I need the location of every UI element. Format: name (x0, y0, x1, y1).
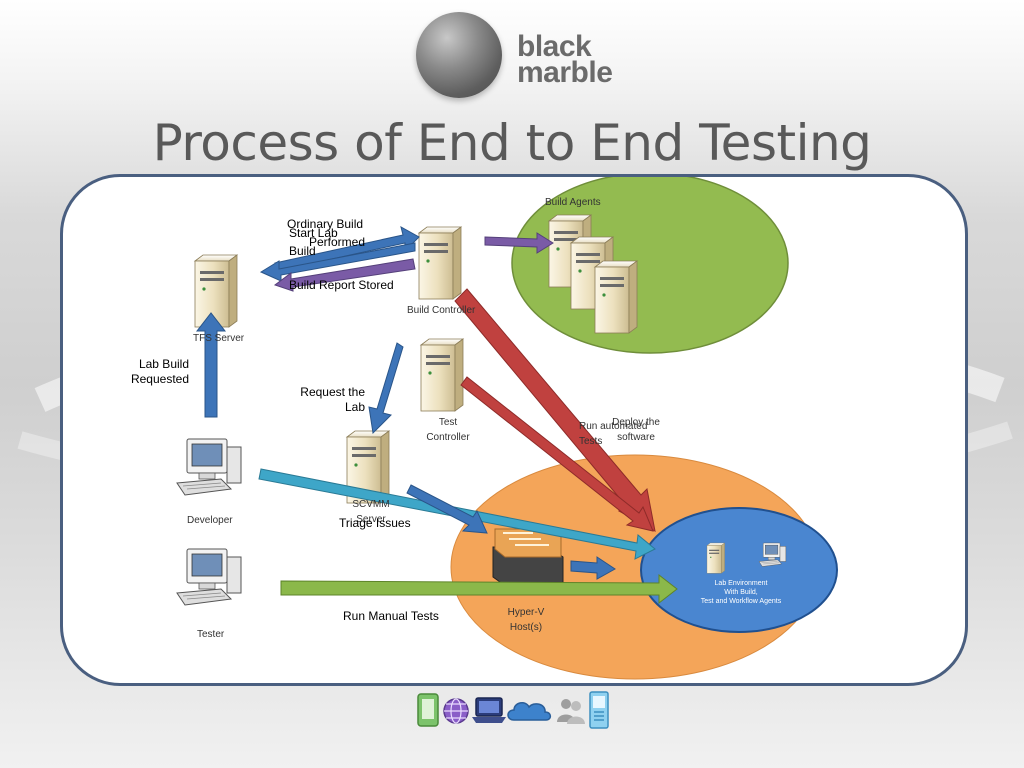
arrow-request-the-lab (368, 342, 404, 435)
footer-icon-strip (417, 691, 609, 729)
cloud-icon (507, 702, 552, 721)
lab-environment-ellipse (640, 507, 838, 633)
arrow-run-automated-tests (460, 376, 654, 532)
label-tester: Tester (197, 629, 225, 640)
test-controller-server (420, 338, 464, 412)
build-agent-server-3 (594, 260, 638, 334)
build-controller-server (418, 226, 462, 300)
page-title: Process of End to End Testing (152, 114, 872, 172)
label-lab-environment: Lab Environment With Build, Test and Wor… (700, 580, 782, 605)
arrow-lab-build-requested (195, 312, 227, 418)
label-developer: Developer (187, 515, 233, 526)
lab-env-server (706, 542, 725, 574)
developer-computer (176, 438, 242, 496)
label-ordinary-build: Ordinary Build (287, 217, 364, 231)
laptop-icon (472, 697, 506, 723)
label-tfs-server: TFS Server (193, 333, 245, 344)
label-request-the-lab: Request the Lab (300, 385, 365, 414)
label-build-agents: Build Agents (545, 197, 601, 208)
people-icon (557, 699, 585, 724)
label-start-lab: Start Lab (289, 226, 338, 240)
logo-text-line1: black (517, 30, 592, 63)
arrow-run-manual-tests (280, 573, 678, 605)
label-triage-issues: Triage Issues (339, 516, 411, 530)
marble-ball-icon (416, 12, 502, 98)
label-deploy-the-software: Deploy the software (612, 417, 660, 443)
diagram-panel: Build Agents Ordinary Build Start Lab Pe… (60, 174, 968, 686)
label-test-controller: Test Controller (426, 417, 470, 443)
arrow-ordinary-build-performed (259, 242, 416, 282)
label-scvmm-server: SCVMM Server (352, 499, 390, 525)
arrow-hyperv-to-lab (570, 556, 616, 580)
label-hyperv-hosts: Hyper-V Host(s) (507, 607, 545, 633)
arrow-build-report-stored (273, 258, 416, 292)
label-run-automated-tests: Run automated Tests (579, 421, 648, 447)
phone-icon (417, 693, 439, 727)
label-build: Build (289, 244, 316, 258)
label-run-manual-tests: Run Manual Tests (343, 609, 439, 623)
tfs-server (194, 254, 238, 328)
tester-computer (176, 548, 242, 606)
globe-icon (443, 698, 469, 724)
label-performed: Performed (309, 235, 366, 249)
logo-text-line2: marble (517, 56, 613, 89)
arrow-scvmm-to-hyperv (406, 484, 488, 534)
arrow-to-build-agents (484, 232, 554, 254)
label-lab-build-requested: Lab Build Requested (130, 357, 189, 386)
black-marble-logo: black marble (414, 10, 634, 102)
mobile-device-icon (589, 691, 609, 729)
label-build-controller: Build Controller (407, 305, 476, 316)
process-diagram (176, 177, 838, 680)
label-build-report-stored: Build Report Stored (289, 278, 394, 292)
hyperv-host-icon (492, 528, 564, 588)
